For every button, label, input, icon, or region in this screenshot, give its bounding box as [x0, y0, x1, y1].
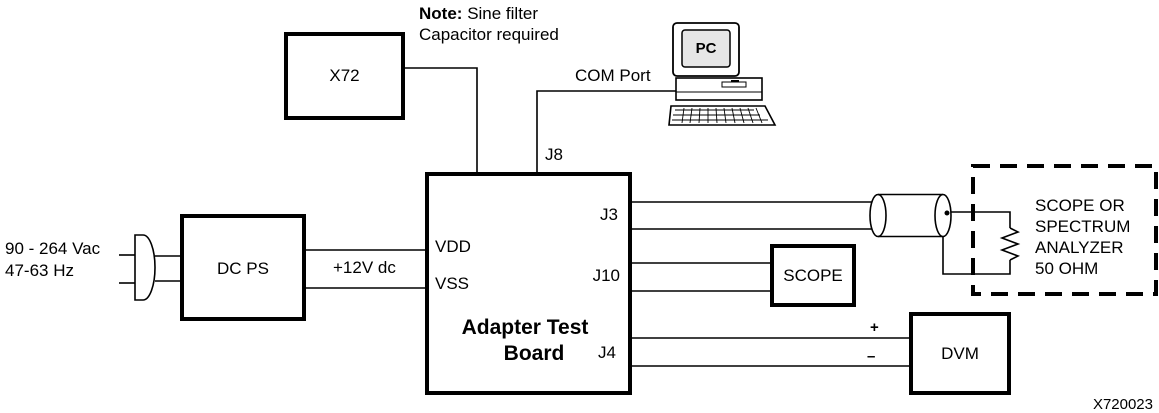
- board-label-line-2: Board: [504, 342, 565, 365]
- x72-label: X72: [329, 66, 359, 85]
- scope-label: SCOPE: [783, 266, 843, 285]
- analyzer-wire-bottom: [942, 231, 1011, 275]
- dvm-label: DVM: [941, 344, 979, 363]
- j8-label: J8: [545, 145, 563, 164]
- plus-label: +: [870, 319, 879, 336]
- analyzer-label-line-4: 50 OHM: [1035, 259, 1098, 278]
- ac-label-line-2: 47-63 Hz: [5, 261, 74, 280]
- x72-block: [284, 32, 405, 120]
- wires: [155, 67, 1021, 367]
- com-port-wire: [536, 90, 684, 174]
- j3-label: J3: [600, 205, 618, 224]
- analyzer-label-line-1: SCOPE OR: [1035, 196, 1125, 215]
- adapter-test-board: [425, 172, 632, 395]
- com-port-label: COM Port: [575, 66, 651, 85]
- minus-label: –: [867, 348, 875, 365]
- analyzer-label-line-3: ANALYZER: [1035, 238, 1124, 257]
- dc-ps-label: DC PS: [217, 259, 269, 278]
- analyzer-block: [971, 164, 1158, 296]
- board-label-line-1: Adapter Test: [462, 316, 589, 339]
- note-bold: Note:: [419, 4, 462, 23]
- ac-label-line-1: 90 - 264 Vac: [5, 239, 101, 258]
- pc-label: PC: [696, 40, 717, 57]
- scope-block: [770, 244, 856, 307]
- figure-id: X720023: [1093, 396, 1153, 413]
- vdd-label: VDD: [435, 237, 471, 256]
- x72-wire: [403, 67, 478, 174]
- vss-label: VSS: [435, 274, 469, 293]
- analyzer-wire-top: [948, 211, 1011, 228]
- j4-label: J4: [598, 343, 616, 362]
- analyzer-label-line-2: SPECTRUM: [1035, 217, 1130, 236]
- pc-icon: [668, 22, 777, 126]
- j10-label: J10: [593, 266, 620, 285]
- ac-plug-icon: [119, 234, 156, 301]
- note-line-2: Capacitor required: [419, 25, 559, 44]
- resistor-50-ohm: [999, 227, 1021, 261]
- note-line-1: Note: Sine filter: [419, 4, 538, 23]
- supply-label: +12V dc: [333, 258, 396, 277]
- coax-connector: [869, 193, 952, 238]
- dc-ps-block: [180, 214, 306, 321]
- dvm-block: [909, 312, 1011, 395]
- note-text: Sine filter: [467, 4, 538, 23]
